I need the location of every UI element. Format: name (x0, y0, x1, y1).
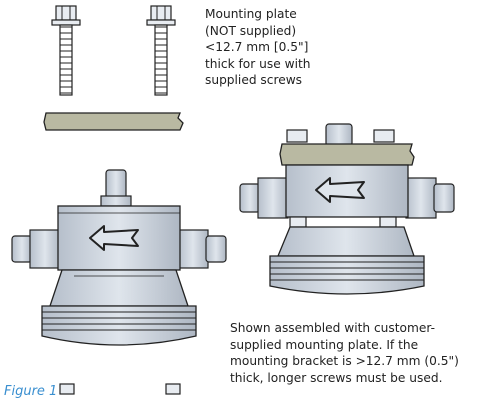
assembled-caption: Shown assembled with customer- supplied … (230, 320, 495, 386)
unit-left (11, 169, 227, 395)
caption-line: Mounting plate (205, 7, 297, 21)
caption-line: (NOT supplied) (205, 23, 297, 38)
arrow-left-icon (89, 225, 139, 251)
caption-line: supplied screws (205, 73, 303, 87)
mounting-plate (43, 112, 184, 131)
loose-screw-right (146, 5, 176, 96)
caption-line: supplied mounting plate. If the (230, 337, 419, 352)
caption-line: <12.7 mm [0.5"] (205, 40, 309, 54)
caption-line: thick for use with (205, 56, 311, 71)
loose-screw-left (51, 5, 81, 96)
figure-label: Figure 1 (4, 384, 58, 399)
caption-line: thick, longer screws must be used. (230, 370, 443, 385)
unit-assembled (239, 123, 455, 295)
caption-line: mounting bracket is >12.7 mm (0.5") (230, 354, 459, 368)
mounting-plate-caption: Mounting plate (NOT supplied) <12.7 mm [… (205, 6, 355, 89)
caption-line: Shown assembled with customer- (230, 321, 435, 335)
